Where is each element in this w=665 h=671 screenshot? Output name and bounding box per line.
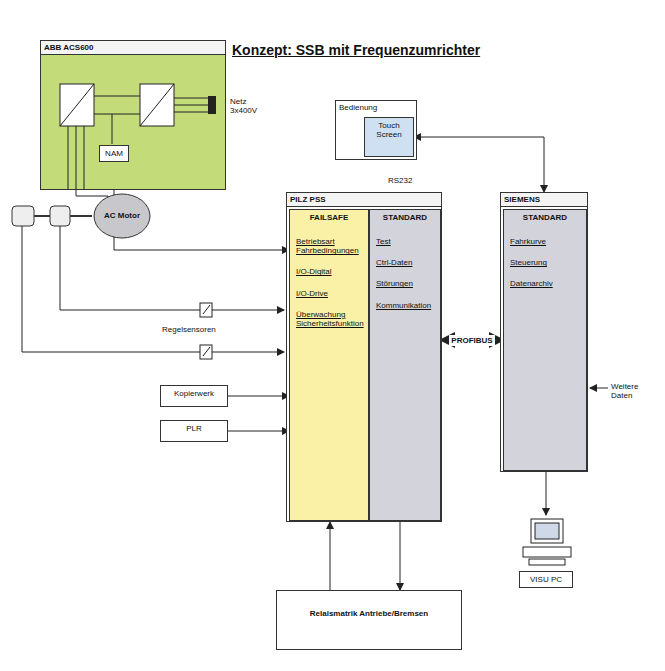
inverter-symbol xyxy=(40,40,226,190)
node-text: FAILSAFE xyxy=(290,210,368,225)
node-text: Bedienung xyxy=(336,101,416,114)
plc-box: SIEMENS STANDARD FahrkurveSteuerungDatenar… xyxy=(500,192,588,472)
node-text: VISU PC xyxy=(519,571,573,588)
node-text: STANDARD xyxy=(504,210,586,225)
node-text: PLR xyxy=(161,421,227,436)
connector xyxy=(546,472,547,515)
box-heading: ABB ACS600 xyxy=(41,41,225,55)
connector xyxy=(330,522,331,590)
note-label: Netz 3x400V xyxy=(230,97,270,115)
node-text: Test xyxy=(376,237,436,246)
node-text: I/O-Drive xyxy=(296,289,364,298)
diagram-title: Konzept: SSB mit Frequenzumrichter xyxy=(232,42,480,58)
node-text: Datenarchiv xyxy=(510,279,582,288)
node-text: Störungen xyxy=(376,279,436,288)
node-text: Ctrl-Daten xyxy=(376,258,436,267)
panel-box: BedienungTouch Screen xyxy=(335,100,417,160)
encoder-symbol xyxy=(12,206,92,226)
connector xyxy=(228,431,289,432)
computer-icon xyxy=(515,515,577,567)
node-text: STANDARD xyxy=(370,210,440,225)
failsafe-column: FAILSAFE Betriebsart FahrbedingungenI/O-D… xyxy=(289,209,369,521)
box-heading: SIEMENS xyxy=(501,193,587,207)
node-text: I/O-Digital xyxy=(296,267,364,276)
motor-circle: AC Motor xyxy=(92,192,152,240)
connector xyxy=(76,190,108,198)
node-text: Touch Screen xyxy=(365,118,413,142)
input-arrow xyxy=(590,388,608,389)
node-text: Kopierwerk xyxy=(161,386,227,401)
note-label: Weitere Daten xyxy=(611,382,657,400)
connector xyxy=(414,137,544,192)
node-text: AC Motor xyxy=(102,212,142,221)
node-text: Betriebsart Fahrbedingungen xyxy=(296,237,364,255)
connector xyxy=(228,396,289,397)
node-text: Relaismatrik Antriebe/Bremsen xyxy=(277,591,461,636)
input-box: Kopierwerk xyxy=(160,385,228,407)
input-box: PLR xyxy=(160,420,228,442)
plc-box: PILZ PSS FAILSAFE Betriebsart Fahrbedingun… xyxy=(286,192,442,522)
node-text: Steuerung xyxy=(510,258,582,267)
standard-column: STANDARD FahrkurveSteuerungDatenarchiv xyxy=(503,209,587,471)
note-label: RS232 xyxy=(388,176,412,185)
sensor-wire xyxy=(22,226,284,352)
module-box: NAM xyxy=(99,145,129,162)
node-text: NAM xyxy=(100,146,128,161)
drive-box: ABB ACS600NAM xyxy=(40,40,226,190)
edge-label: PROFIBUS xyxy=(449,335,494,346)
node-text: Überwachung Sicherheitsfunktion xyxy=(296,310,364,328)
standard-column: STANDARD TestCtrl-DatenStörungenKommunika… xyxy=(369,209,441,521)
node-text: Fahrkurve xyxy=(510,237,582,246)
connector xyxy=(400,522,401,590)
relay-box: Relaismatrik Antriebe/Bremsen xyxy=(276,590,462,650)
pc-node: VISU PC xyxy=(515,515,577,597)
node-text: Kommunikation xyxy=(376,301,436,310)
screen-box: Touch Screen xyxy=(364,117,414,157)
note-label: Regelsensoren xyxy=(160,325,218,334)
box-heading: PILZ PSS xyxy=(287,193,441,207)
